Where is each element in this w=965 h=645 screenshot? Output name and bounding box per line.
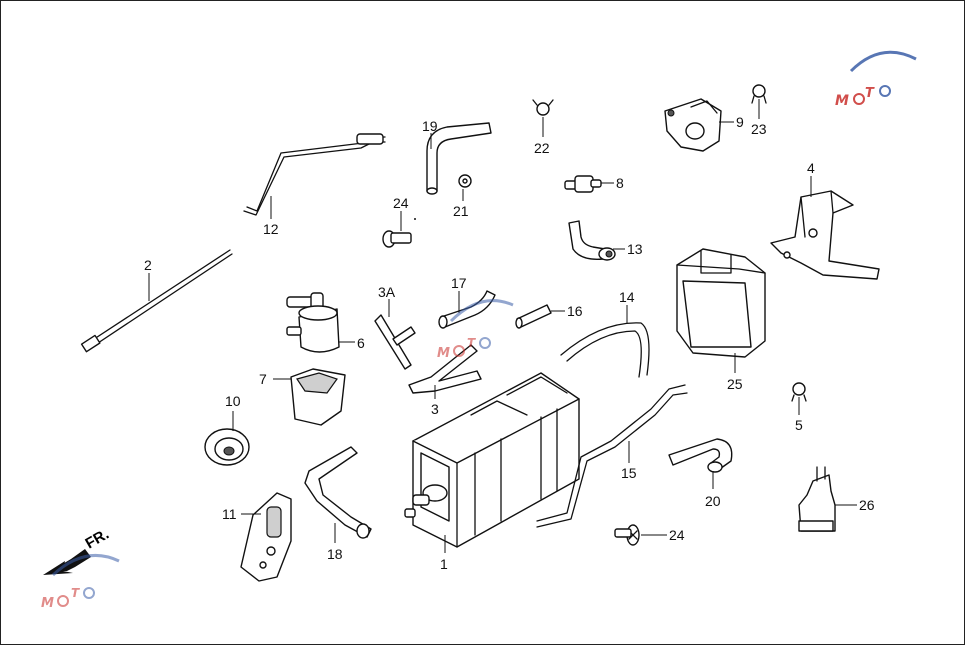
part-3-y-fitting: [408, 344, 482, 394]
label-17: 17: [451, 275, 467, 291]
label-15: 15: [621, 465, 637, 481]
label-16: 16: [567, 303, 583, 319]
label-19: 19: [422, 118, 438, 134]
part-11-plate: [240, 492, 292, 582]
svg-text:T: T: [71, 586, 80, 600]
label-12: 12: [263, 221, 279, 237]
label-5: 5: [795, 417, 803, 433]
svg-text:M: M: [41, 596, 54, 611]
part-16-sleeve: [515, 304, 552, 329]
watermark-top-right: M T: [835, 50, 917, 109]
part-9-bracket: [664, 98, 722, 152]
part-20-elbow-hose: [668, 438, 733, 473]
fr-arrow: FR.: [43, 526, 112, 575]
part-3a-tee: [374, 314, 416, 370]
part-19-pipe: [426, 122, 492, 195]
label-21: 21: [453, 203, 469, 219]
label-24-bottom: 24: [669, 527, 685, 543]
part-4-mount-bracket: [770, 190, 880, 280]
part-6-fitting: [286, 292, 340, 353]
label-11: 11: [222, 506, 237, 522]
fr-label: FR.: [83, 526, 112, 553]
part-26-sensor: [798, 466, 836, 532]
watermark-bottom-left: M T: [41, 553, 120, 611]
label-20: 20: [705, 493, 721, 509]
part-24-bolt-top: [382, 230, 412, 248]
part-8-valve: [564, 175, 602, 193]
part-5-clip: [791, 382, 807, 402]
part-22-clip: [532, 99, 554, 116]
label-1: 1: [440, 556, 448, 572]
label-25: 25: [727, 376, 743, 392]
label-4: 4: [807, 160, 815, 176]
part-24-screw-bottom: [614, 524, 640, 546]
part-1-canister: [404, 372, 580, 548]
label-23: 23: [751, 121, 767, 137]
label-26: 26: [859, 497, 875, 513]
watermark-center: M T: [437, 299, 514, 361]
svg-text:T: T: [467, 336, 476, 350]
label-7: 7: [259, 371, 267, 387]
label-14: 14: [619, 289, 635, 305]
part-23-clip: [751, 84, 767, 104]
part-12-rod: [243, 133, 386, 216]
part-13-elbow: [568, 220, 616, 261]
label-18: 18: [327, 546, 343, 562]
label-24-top: 24: [393, 195, 409, 211]
part-2-long-rod: [80, 249, 233, 353]
label-22: 22: [534, 140, 550, 156]
label-6: 6: [357, 335, 365, 351]
stray-dot: [414, 218, 416, 220]
svg-text:M: M: [437, 346, 450, 361]
part-18-hose: [304, 446, 372, 539]
watermark-letter-m: M: [835, 93, 849, 109]
watermark-letter-t: T: [865, 86, 875, 101]
label-3a: 3A: [378, 284, 396, 300]
label-2: 2: [144, 257, 152, 273]
label-10: 10: [225, 393, 241, 409]
part-7-holder: [290, 368, 346, 426]
part-14-curved-hose: [560, 322, 650, 378]
part-15-tube: [536, 384, 688, 528]
label-3: 3: [431, 401, 439, 417]
label-9: 9: [736, 114, 744, 130]
part-10-cap: [204, 428, 250, 466]
label-8: 8: [616, 175, 624, 191]
part-25-box: [676, 248, 766, 358]
part-21-clip: [458, 174, 472, 188]
label-13: 13: [627, 241, 643, 257]
